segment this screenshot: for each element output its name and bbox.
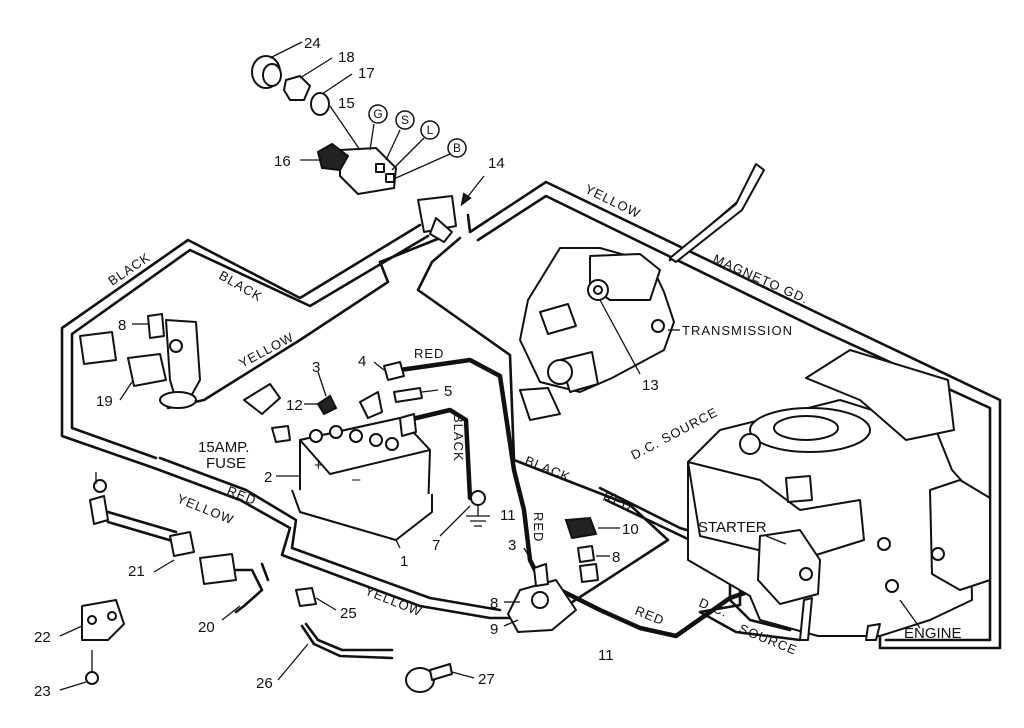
callout-2: 2 — [264, 469, 272, 486]
wire-label-red-vertical: RED — [531, 512, 546, 542]
starter-button-10 — [564, 516, 620, 583]
cable-red-battery — [397, 357, 543, 583]
fuse-15amp — [243, 371, 338, 443]
fuse-label-line1: 15AMP. — [198, 439, 249, 456]
wire-black-lower — [70, 234, 430, 460]
callout-10: 10 — [622, 521, 639, 538]
wire-label-red-right: RED — [601, 489, 635, 514]
callout-1: 1 — [400, 553, 408, 570]
wire-lower-harness-2 — [158, 456, 502, 612]
wire-label-magneto: MAGNETO GD. — [711, 251, 811, 307]
starter-solenoid — [503, 547, 577, 633]
switch-body-22 — [59, 599, 125, 641]
headlight-assembly-21 — [89, 472, 195, 573]
battery-terminal-pos — [359, 391, 383, 419]
harness-connector-14 — [417, 175, 485, 243]
callout-20: 20 — [198, 619, 215, 636]
plug-black — [79, 331, 117, 365]
battery-assembly: + – — [276, 391, 433, 549]
callout-24: 24 — [304, 35, 321, 52]
callout-9: 9 — [490, 621, 498, 638]
callout-4: 4 — [358, 353, 366, 370]
wire-yellow-top — [466, 180, 1002, 650]
terminal-g-label: G — [373, 107, 382, 121]
callout-19: 19 — [96, 393, 113, 410]
wire-black-upper — [60, 223, 422, 470]
wire-label-yellow-seat: YELLOW — [236, 329, 296, 371]
callout-25: 25 — [340, 605, 357, 622]
ignition-switch-15 — [339, 147, 397, 195]
washer-17 — [310, 92, 330, 116]
engine-label: ENGINE — [904, 625, 962, 642]
callout-5: 5 — [444, 383, 452, 400]
callout-11a: 11 — [500, 507, 516, 524]
callout-18: 18 — [338, 49, 355, 66]
callout-26: 26 — [256, 675, 273, 692]
battery-plus-label: + — [314, 457, 323, 474]
cable-red-starter — [557, 571, 803, 639]
fuse-label-line2: FUSE — [206, 455, 246, 472]
wire-yellow-seat — [166, 236, 442, 410]
wire-label-yellow-bottom: YELLOW — [363, 583, 424, 619]
starter-motor — [757, 529, 821, 605]
callout-numbers: 24 18 17 15 16 14 8 19 3 4 5 12 2 1 7 11… — [34, 35, 659, 700]
starter-label: STARTER — [698, 519, 767, 536]
transmission-assembly — [519, 163, 765, 421]
terminal-s-label: S — [401, 113, 409, 127]
callout-22: 22 — [34, 629, 51, 646]
screw-23 — [59, 650, 99, 691]
callout-14: 14 — [488, 155, 505, 172]
callout-3a: 3 — [312, 359, 320, 376]
engine-shroud — [805, 349, 955, 441]
bolts — [373, 361, 439, 403]
callout-16: 16 — [274, 153, 291, 170]
clamp-27 — [405, 663, 475, 693]
callout-13: 13 — [642, 377, 659, 394]
wire-label-black-lower: BLACK — [523, 453, 573, 485]
engine-assembly — [687, 349, 991, 641]
terminal-l-label: L — [427, 123, 434, 137]
transmission-label: TRANSMISSION — [682, 323, 793, 338]
callout-21: 21 — [128, 563, 145, 580]
shift-lever — [669, 163, 765, 263]
tube-26 — [277, 622, 394, 681]
battery-terminal-neg — [399, 413, 417, 437]
wire-label-red-bottom: RED — [633, 603, 667, 628]
wire-main-loop — [416, 236, 670, 612]
engine-muffler — [929, 479, 991, 591]
ground-symbol — [439, 490, 490, 537]
clip-25 — [295, 587, 337, 611]
callout-12: 12 — [286, 397, 303, 414]
engine-fuel-tank — [687, 461, 865, 561]
callout-8c: 8 — [490, 595, 498, 612]
terminal-b-label: B — [453, 141, 461, 155]
wire-lower-harness — [152, 466, 562, 620]
ignition-switch-assembly: G S L B — [251, 41, 467, 195]
component-labels: TRANSMISSION STARTER ENGINE 15AMP. FUSE — [198, 323, 962, 642]
wire-label-red-left: RED — [225, 483, 259, 508]
nut-18 — [283, 75, 311, 101]
callout-23: 23 — [34, 683, 51, 700]
callout-8b: 8 — [612, 549, 620, 566]
callout-3b: 3 — [508, 537, 516, 554]
battery-minus-label: – — [352, 471, 361, 488]
ignition-key-16 — [316, 142, 350, 172]
callout-11b: 11 — [598, 647, 614, 664]
callout-15: 15 — [338, 95, 355, 112]
connector-19 — [127, 353, 167, 387]
connector-20 — [199, 553, 270, 621]
callout-8a: 8 — [118, 317, 126, 334]
switch-bezel-24 — [251, 55, 282, 89]
callout-7: 7 — [432, 537, 440, 554]
callout-17: 17 — [358, 65, 375, 82]
wire-label-black-ground: BLACK — [451, 414, 466, 462]
callout-27: 27 — [478, 671, 495, 688]
seat-switch-area — [79, 313, 201, 409]
wire-label-red-battery: RED — [414, 346, 444, 361]
